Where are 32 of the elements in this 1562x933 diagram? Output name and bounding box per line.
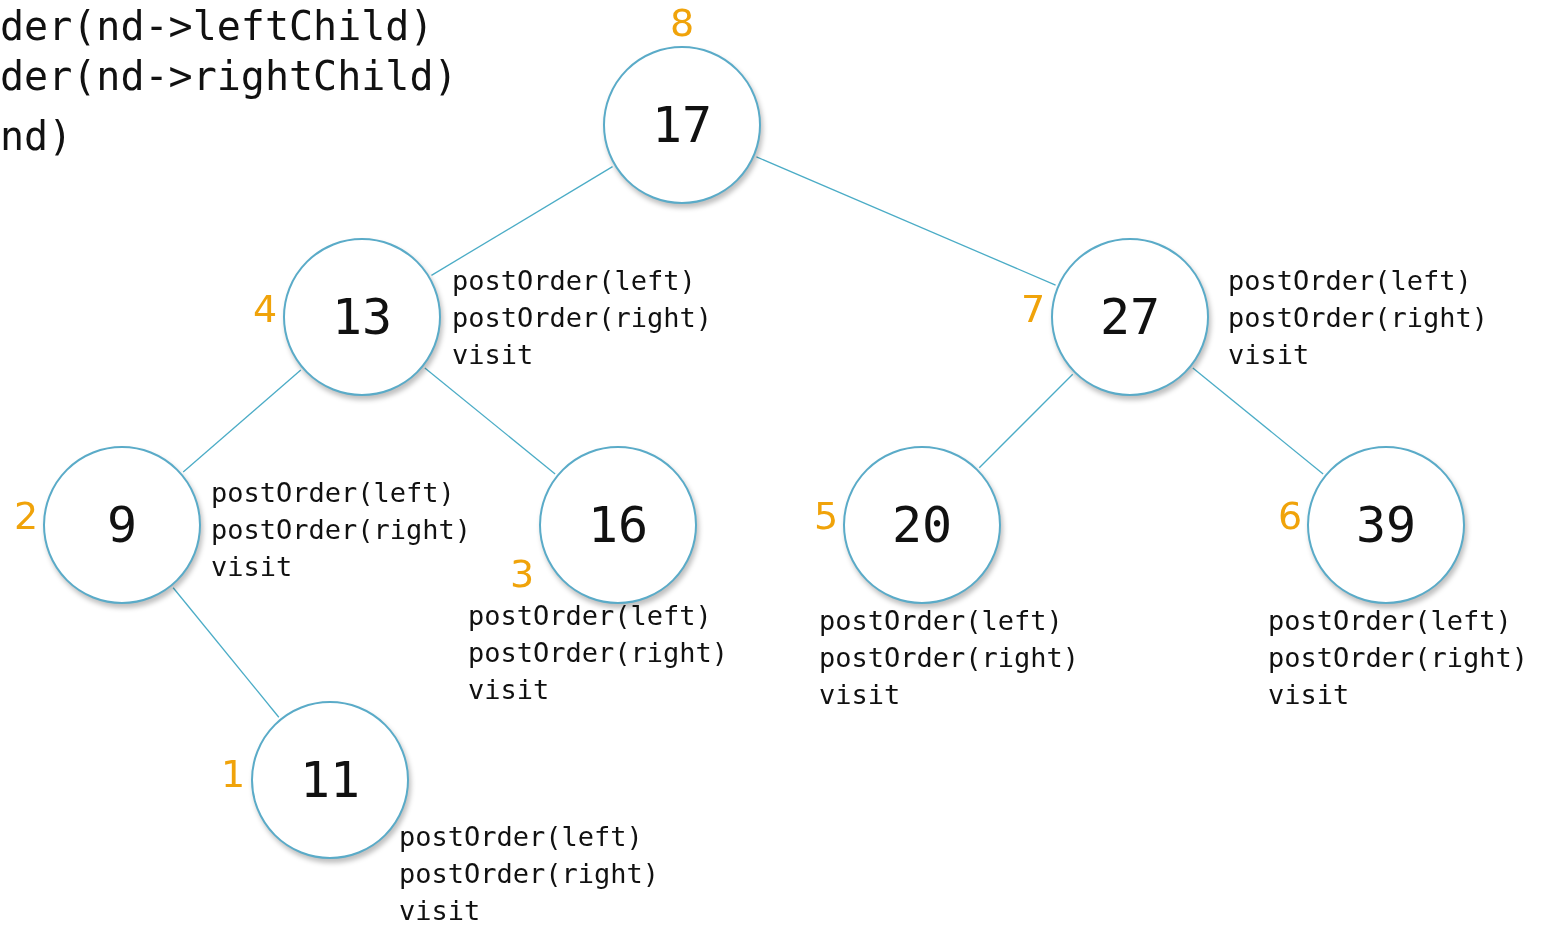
node-key: 9	[106, 500, 138, 550]
node-key: 20	[891, 500, 953, 550]
visit-order-number: 1	[221, 755, 246, 793]
traversal-steps: postOrder(left) postOrder(right) visit	[399, 818, 699, 929]
connector-line	[1192, 367, 1324, 475]
visit-order-number: 3	[510, 555, 535, 593]
connector-line	[424, 367, 556, 475]
code-line: der(nd->leftChild)	[0, 6, 434, 46]
visit-order-number: 6	[1278, 497, 1303, 535]
traversal-steps: postOrder(left) postOrder(right) visit	[1268, 602, 1562, 713]
traversal-steps: postOrder(left) postOrder(right) visit	[819, 602, 1119, 713]
traversal-steps: postOrder(left) postOrder(right) visit	[452, 262, 752, 373]
node-key: 13	[331, 292, 393, 342]
visit-order-number: 7	[1021, 290, 1046, 328]
traversal-steps: postOrder(left) postOrder(right) visit	[211, 474, 511, 585]
connector-line	[182, 369, 302, 473]
node-key: 39	[1355, 500, 1417, 550]
node-key: 17	[651, 100, 713, 150]
node-key: 11	[299, 755, 361, 805]
node-key: 16	[587, 500, 649, 550]
connector-line	[755, 156, 1057, 286]
connector-line	[430, 166, 614, 276]
visit-order-number: 2	[14, 497, 39, 535]
traversal-steps: postOrder(left) postOrder(right) visit	[468, 597, 768, 708]
visit-order-number: 4	[253, 290, 278, 328]
code-line: nd)	[0, 116, 73, 156]
node-key: 27	[1099, 292, 1161, 342]
connector-line	[172, 587, 280, 718]
connector-line	[978, 373, 1074, 469]
visit-order-number: 5	[814, 497, 839, 535]
visit-order-number: 8	[670, 4, 695, 42]
traversal-steps: postOrder(left) postOrder(right) visit	[1228, 262, 1528, 373]
